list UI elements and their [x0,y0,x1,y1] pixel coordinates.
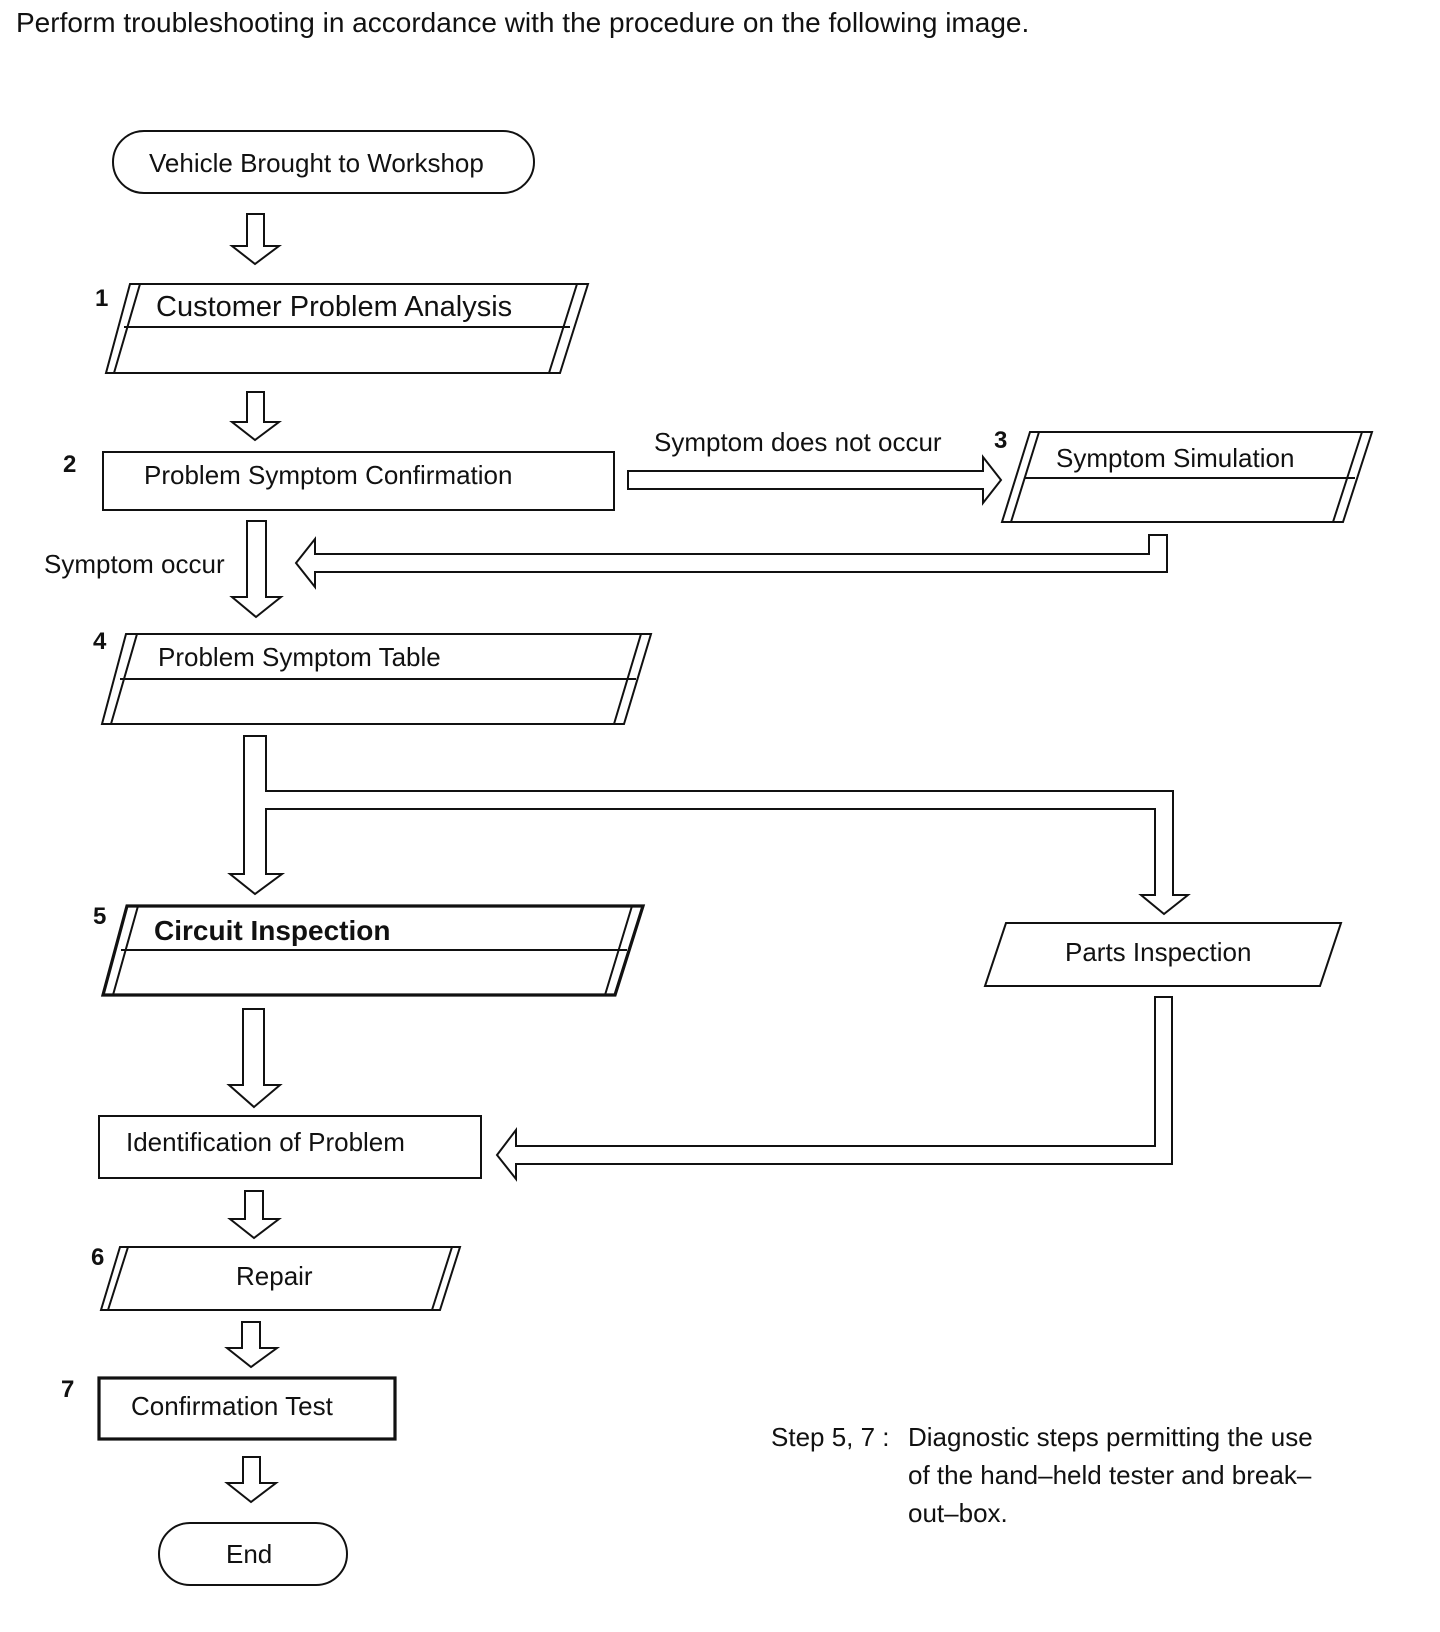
step2-number: 2 [63,451,76,478]
step6-label: Repair [236,1261,313,1291]
step4-box-inner-edge [110,633,138,725]
step7-label: Confirmation Test [131,1391,334,1421]
step1-number: 1 [95,285,108,312]
arrow-step5-to-identify [226,1008,283,1109]
step5-number: 5 [93,903,106,930]
note-line-1: Diagnostic steps permitting the use [908,1422,1313,1452]
step3-box-inner-edge [1010,431,1040,523]
end-label: End [226,1539,272,1569]
step4-box-inner-edge-right [613,633,642,725]
arrow-step4-branch [227,735,1191,916]
step2-box [102,451,615,511]
arrow-step7-to-end [224,1456,279,1504]
edge-label-symptom: Symptom occur [44,549,225,579]
step3-number: 3 [994,427,1007,454]
intro-text: Perform troubleshooting in accordance wi… [16,7,1029,38]
step7-number: 7 [61,1376,74,1403]
step5-label: Circuit Inspection [154,915,390,946]
step1-label: Customer Problem Analysis [156,291,512,323]
step5-box-inner-edge [112,905,139,996]
step6-box-inner-edge-right [431,1246,453,1311]
start-terminal [112,130,535,194]
step5-box-inner-edge-right [604,905,633,996]
step6-number: 6 [91,1244,104,1271]
step3-box-inner-edge-right [1332,431,1363,523]
note-prefix: Step 5, 7 : [771,1422,890,1452]
step2-label: Problem Symptom Confirmation [144,460,512,490]
identification-label: Identification of Problem [126,1127,405,1157]
arrow-step1-to-step2 [229,391,282,442]
arrow-identify-to-step6 [227,1190,282,1240]
step3-label: Symptom Simulation [1056,443,1294,473]
arrow-step2-to-step3 [627,454,1003,506]
parts-inspection-label: Parts Inspection [1065,937,1251,967]
step1-box-inner-edge-right [548,283,578,374]
edge-label-no-symptom: Symptom does not occur [654,427,942,457]
step4-number: 4 [93,628,107,655]
start-label: Vehicle Brought to Workshop [149,148,484,178]
step7-box [97,1376,397,1441]
step1-box-inner-edge [113,283,141,374]
arrow-start-to-step1 [229,213,282,266]
note-line-2: of the hand–held tester and break– [908,1460,1312,1490]
note-line-3: out–box. [908,1498,1008,1528]
arrow-parts-to-identify [495,996,1173,1182]
step6-box [99,1246,462,1311]
identification-box [98,1115,482,1179]
step1-box [104,283,590,374]
arrow-step3-return [294,534,1168,590]
end-terminal [158,1522,348,1586]
step4-label: Problem Symptom Table [158,642,441,672]
arrow-step2-to-step4 [229,520,284,619]
arrow-step6-to-step7 [224,1321,281,1369]
step6-box-inner-edge [107,1246,129,1311]
parts-inspection-box [983,922,1343,987]
